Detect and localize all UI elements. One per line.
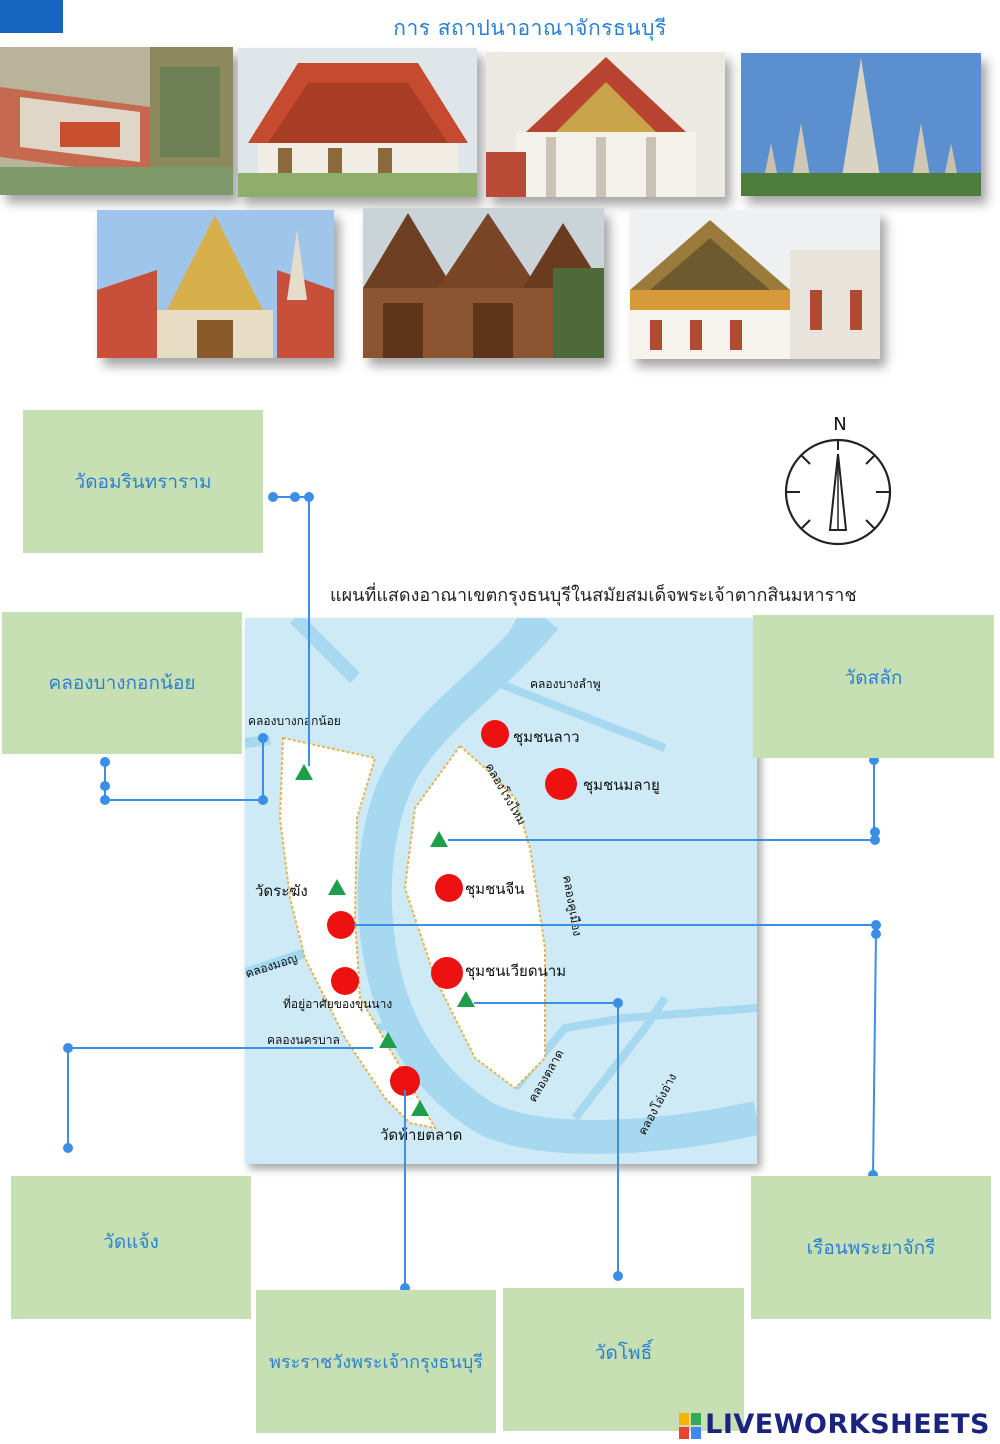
temple-triangle-icon xyxy=(411,1100,429,1116)
label-bang-kok-noi: คลองบางกอกน้อย xyxy=(248,714,341,728)
answer-label: เรือนพระยาจักรี xyxy=(806,1236,936,1259)
answer-label: วัดแจ้ง xyxy=(103,1230,159,1253)
compass-icon: N xyxy=(778,408,898,548)
photo-temple-white xyxy=(630,210,880,359)
answer-box-palace[interactable]: พระราชวังพระเจ้ากรุงธนบุรี xyxy=(256,1290,496,1433)
map-title: แผนที่แสดงอาณาเขตกรุงธนบุรีในสมัยสมเด็จพ… xyxy=(330,585,857,606)
community-marker-icon xyxy=(431,957,463,989)
temple-triangle-icon xyxy=(379,1032,397,1048)
community-marker-icon xyxy=(390,1066,420,1096)
label-nakhon-ban: คลองนครบาล xyxy=(267,1033,340,1047)
temple-triangle-icon xyxy=(430,831,448,847)
community-marker-icon xyxy=(331,967,359,995)
label-chumchon-malayu: ชุมชนมลายู xyxy=(583,776,660,795)
answer-label: พระราชวังพระเจ้ากรุงธนบุรี xyxy=(269,1352,483,1373)
answer-label: วัดสลัก xyxy=(844,667,903,689)
answer-label: คลองบางกอกน้อย xyxy=(48,672,196,694)
corner-block xyxy=(0,0,63,33)
answer-label: วัดโพธิ์ xyxy=(594,1341,653,1364)
answer-box-amarin[interactable]: วัดอมรินทราราม xyxy=(23,410,263,553)
photo-temple-gable xyxy=(486,52,725,197)
label-wat-thai-talat: วัดท้ายตลาด xyxy=(380,1126,462,1144)
thonburi-map: คลองบางกอกน้อย คลองบางลำพู ชุมชนลาว ชุมช… xyxy=(245,618,757,1164)
answer-box-pho[interactable]: วัดโพธิ์ xyxy=(503,1288,744,1431)
answer-box-chaeng[interactable]: วัดแจ้ง xyxy=(11,1176,251,1319)
label-chumchon-chin: ชุมชนจีน xyxy=(465,880,525,899)
community-marker-icon xyxy=(327,911,355,939)
brand-text: LIVEWORKSHEETS xyxy=(705,1409,990,1440)
label-chumchon-lao: ชุมชนลาว xyxy=(513,728,580,747)
photo-wat-arun xyxy=(741,53,981,196)
page-title: การ สถาปนาอาณาจักรธนบุรี xyxy=(393,16,667,40)
photo-wooden-houses xyxy=(363,208,604,358)
answer-box-bangkoknoi[interactable]: คลองบางกอกน้อย xyxy=(2,612,242,754)
photo-thai-house xyxy=(238,48,477,197)
community-marker-icon xyxy=(481,720,509,748)
brand-mark-icon xyxy=(679,1412,702,1439)
temple-triangle-icon xyxy=(328,879,346,895)
community-marker-icon xyxy=(435,874,463,902)
label-wat-rakhang: วัดระฆัง xyxy=(255,882,308,900)
label-chumchon-vietnam: ชุมชนเวียดนาม xyxy=(465,962,566,981)
answer-label: วัดอมรินทราราม xyxy=(74,470,212,493)
photo-palace-aerial xyxy=(0,47,233,195)
answer-box-salak[interactable]: วัดสลัก xyxy=(753,615,994,758)
liveworksheets-logo: LIVEWORKSHEETS xyxy=(679,1409,990,1440)
label-bang-lamphu: คลองบางลำพู xyxy=(530,677,601,692)
compass-n-label: N xyxy=(833,414,846,435)
temple-triangle-icon xyxy=(457,991,475,1007)
photo-gold-temple xyxy=(97,210,334,358)
community-marker-icon xyxy=(545,768,577,800)
temple-triangle-icon xyxy=(295,764,313,780)
answer-box-ruean[interactable]: เรือนพระยาจักรี xyxy=(751,1176,991,1319)
label-khunnang: ที่อยู่อาศัยของขุนนาง xyxy=(283,995,392,1012)
